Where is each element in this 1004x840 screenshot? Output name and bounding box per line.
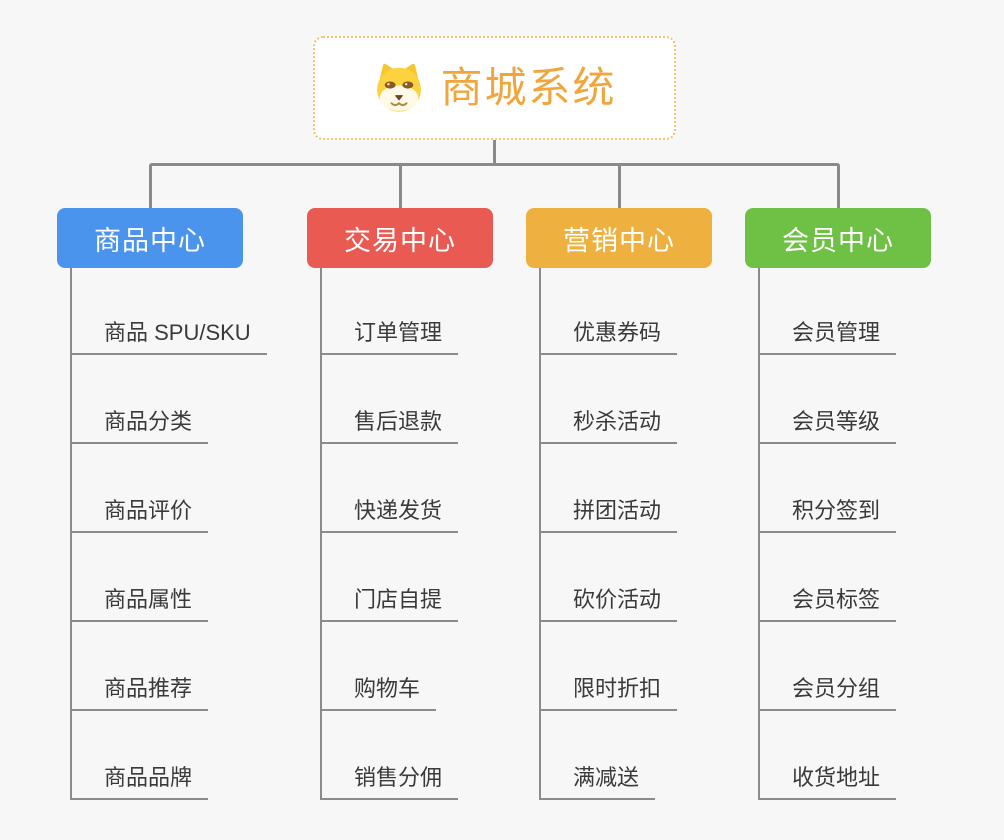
branch-member-center: 会员中心 会员管理 会员等级 积分签到 会员标签 会员分组 收货地址 — [745, 208, 931, 800]
branch-marketing-center: 营销中心 优惠券码 秒杀活动 拼团活动 砍价活动 限时折扣 满减送 — [526, 208, 712, 800]
leaf-topic[interactable]: 拼团活动 — [539, 497, 678, 533]
branch-header-member-center[interactable]: 会员中心 — [745, 208, 931, 268]
leaf-topic[interactable]: 会员管理 — [758, 319, 897, 355]
leaf-topic[interactable]: 优惠券码 — [539, 319, 678, 355]
dog-face-icon — [377, 63, 422, 112]
leaf-topic[interactable]: 商品评价 — [70, 497, 209, 533]
leaf-topic[interactable]: 限时折扣 — [539, 675, 678, 711]
leaf-topic[interactable]: 积分签到 — [758, 497, 897, 533]
leaf-topic[interactable]: 商品属性 — [70, 586, 209, 622]
leaf-topic[interactable]: 秒杀活动 — [539, 408, 678, 444]
leaf-topic[interactable]: 商品推荐 — [70, 675, 209, 711]
branch-trade-center: 交易中心 订单管理 售后退款 快递发货 门店自提 购物车 销售分佣 — [307, 208, 493, 800]
leaf-topic[interactable]: 收货地址 — [758, 764, 897, 800]
leaf-topic[interactable]: 商品品牌 — [70, 764, 209, 800]
root-title: 商城系统 — [440, 64, 617, 111]
leaf-topic[interactable]: 快递发货 — [320, 497, 459, 533]
leaf-topic[interactable]: 售后退款 — [320, 408, 459, 444]
branch-connector-line — [320, 268, 322, 800]
branch-header-product-center[interactable]: 商品中心 — [57, 208, 243, 268]
branch-product-center: 商品中心 商品 SPU/SKU 商品分类 商品评价 商品属性 商品推荐 商品品牌 — [57, 208, 267, 800]
leaf-topic[interactable]: 会员分组 — [758, 675, 897, 711]
root-node[interactable]: 商城系统 — [313, 36, 676, 140]
leaf-topic[interactable]: 购物车 — [320, 675, 437, 711]
leaf-topic[interactable]: 会员标签 — [758, 586, 897, 622]
leaf-topic[interactable]: 商品分类 — [70, 408, 209, 444]
branch-connector-line — [758, 268, 760, 800]
leaf-topic[interactable]: 销售分佣 — [320, 764, 459, 800]
leaf-topic[interactable]: 门店自提 — [320, 586, 459, 622]
leaf-topic[interactable]: 商品 SPU/SKU — [70, 319, 267, 355]
branch-header-marketing-center[interactable]: 营销中心 — [526, 208, 712, 268]
branch-header-trade-center[interactable]: 交易中心 — [307, 208, 493, 268]
branch-connector-line — [70, 268, 72, 800]
leaf-topic[interactable]: 订单管理 — [320, 319, 459, 355]
leaf-topic[interactable]: 砍价活动 — [539, 586, 678, 622]
branch-connector-line — [539, 268, 541, 800]
leaf-topic[interactable]: 会员等级 — [758, 408, 897, 444]
leaf-topic[interactable]: 满减送 — [539, 764, 656, 800]
